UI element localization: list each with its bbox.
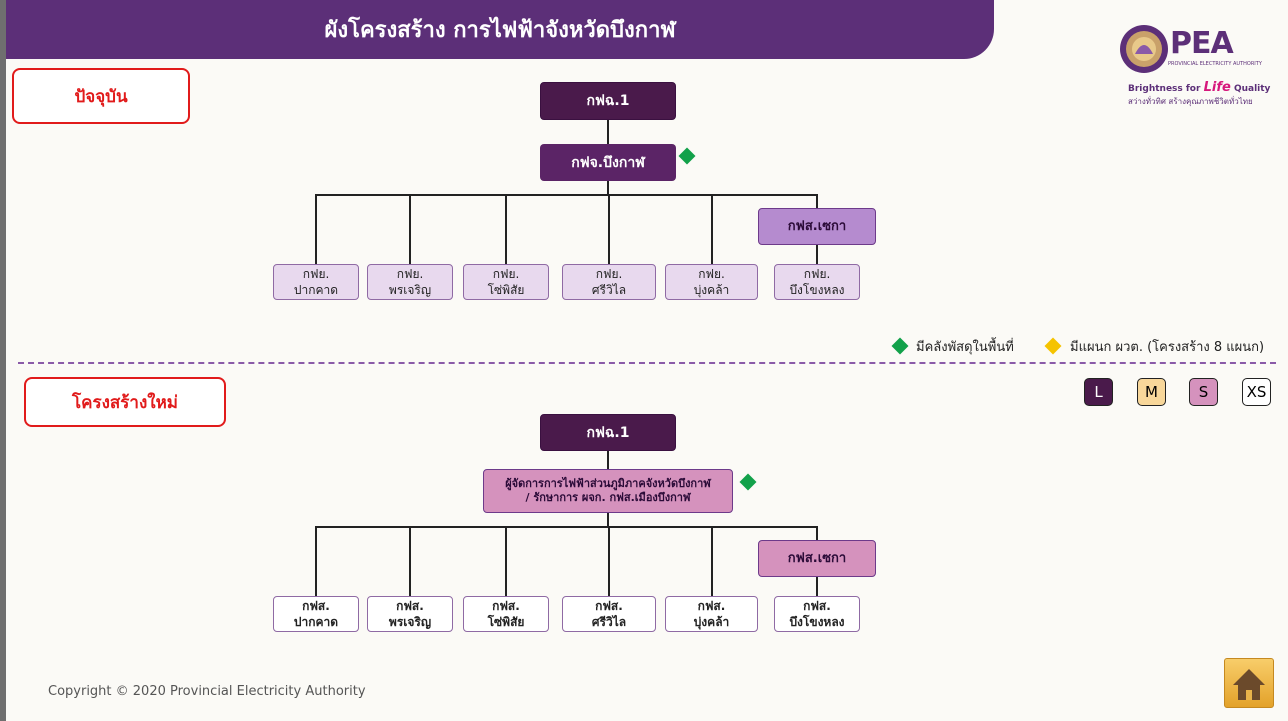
leaf-top: กฟย. [803,267,831,281]
connector [816,526,818,540]
leaf-bottom: บึงโขงหลง [789,283,845,297]
legend-yellow-diamond [1044,337,1062,355]
current-leaf: กฟย. ศรีวิไล [562,264,656,300]
size-chip-s: S [1189,378,1218,406]
leaf-bottom: โซ่พิสัย [487,283,525,297]
leaf-top: กฟส. [803,599,831,613]
connector [409,526,411,596]
leaf-bottom: พรเจริญ [388,283,432,297]
legend-department-text: มีแผนก ผวต. (โครงสร้าง 8 แผนก) [1070,340,1265,355]
connector [315,526,818,528]
leaf-top: กฟส. [595,599,623,613]
current-root-box: กฟฉ.1 [540,82,676,120]
tagline-post: Quality [1233,84,1271,94]
logo-text: PEA [1170,26,1234,61]
current-leaf: กฟย. พรเจริญ [367,264,453,300]
logo-subtitle: PROVINCIAL ELECTRICITY AUTHORITY [1168,61,1262,67]
current-leaf: กฟย. โซ่พิสัย [463,264,549,300]
connector [711,526,713,596]
leaf-bottom: โซ่พิสัย [487,615,525,629]
pea-logo [1120,25,1168,73]
leaf-top: กฟส. [302,599,330,613]
leaf-bottom: ศรีวิไล [591,283,627,297]
connector [816,245,818,264]
leaf-bottom: พรเจริญ [388,615,432,629]
connector [608,194,610,264]
new-leaf: กฟส. ปากคาด [273,596,359,632]
leaf-top: กฟย. [698,267,725,281]
new-leaf: กฟส. บึงโขงหลง [774,596,860,632]
leaf-bottom: บุ่งคล้า [693,615,730,629]
leaf-top: กฟส. [396,599,424,613]
warehouse-marker [678,147,696,165]
leaf-top: กฟย. [492,267,520,281]
new-leaf: กฟส. โซ่พิสัย [463,596,549,632]
leaf-top: กฟย. [396,267,424,281]
logo-tagline-thai: สว่างทั่วทิศ สร้างคุณภาพชีวิตทั่วไทย [1128,97,1253,106]
current-leaf: กฟย. บึงโขงหลง [774,264,860,300]
connector [315,194,317,264]
current-leaf: กฟย. ปากคาด [273,264,359,300]
size-chip-l: L [1084,378,1113,406]
new-leaf: กฟส. บุ่งคล้า [665,596,758,632]
left-edge [0,0,6,721]
leaf-top: กฟย. [595,267,623,281]
manager-line-1: ผู้จัดการการไฟฟ้าส่วนภูมิภาคจังหวัดบึงกา… [505,477,711,490]
new-leaf: กฟส. พรเจริญ [367,596,453,632]
legend-green-diamond [891,337,909,355]
leaf-top: กฟส. [697,599,726,613]
leaf-bottom: ศรีวิไล [591,615,627,629]
leaf-top: กฟย. [302,267,330,281]
connector [607,181,609,195]
section-divider [18,362,1276,364]
leaf-bottom: ปากคาด [293,615,339,629]
connector [409,194,411,264]
connector [505,526,507,596]
current-mid-box: กฟจ.บึงกาฬ [540,144,676,181]
new-branch-box: กฟส.เซกา [758,540,876,577]
connector [608,526,610,596]
size-chip-m: M [1137,378,1166,406]
current-leaf: กฟย. บุ่งคล้า [665,264,758,300]
new-root-box: กฟฉ.1 [540,414,676,451]
copyright-text: Copyright © 2020 Provincial Electricity … [48,684,366,699]
connector [816,194,818,208]
page-title: ผังโครงสร้าง การไฟฟ้าจังหวัดบึงกาฬ [6,0,994,59]
connector [505,194,507,264]
leaf-bottom: ปากคาด [293,283,339,297]
new-manager-box: ผู้จัดการการไฟฟ้าส่วนภูมิภาคจังหวัดบึงกา… [483,469,733,513]
legend-warehouse-text: มีคลังพัสดุในพื้นที่ [916,340,1014,355]
connector [607,451,609,469]
connector [816,577,818,596]
home-button[interactable] [1224,658,1274,708]
new-leaf: กฟส. ศรีวิไล [562,596,656,632]
home-icon [1233,669,1265,700]
connector [315,194,818,196]
connector [711,194,713,264]
warehouse-marker [739,473,757,491]
current-section-label: ปัจจุบัน [12,68,190,124]
size-chip-xs: XS [1242,378,1271,406]
leaf-bottom: บุ่งคล้า [693,283,730,297]
tagline-life: Life [1203,80,1231,95]
connector [607,513,609,527]
logo-tagline: Brightness for Life Quality [1128,80,1270,95]
connector [607,120,609,144]
manager-line-2: / รักษาการ ผจก. กฟส.เมืองบึงกาฬ [525,491,691,504]
leaf-bottom: บึงโขงหลง [789,615,845,629]
current-branch-box: กฟส.เซกา [758,208,876,245]
connector [315,526,317,596]
leaf-top: กฟส. [492,599,520,613]
new-section-label: โครงสร้างใหม่ [24,377,226,427]
tagline-pre: Brightness for [1128,84,1201,94]
